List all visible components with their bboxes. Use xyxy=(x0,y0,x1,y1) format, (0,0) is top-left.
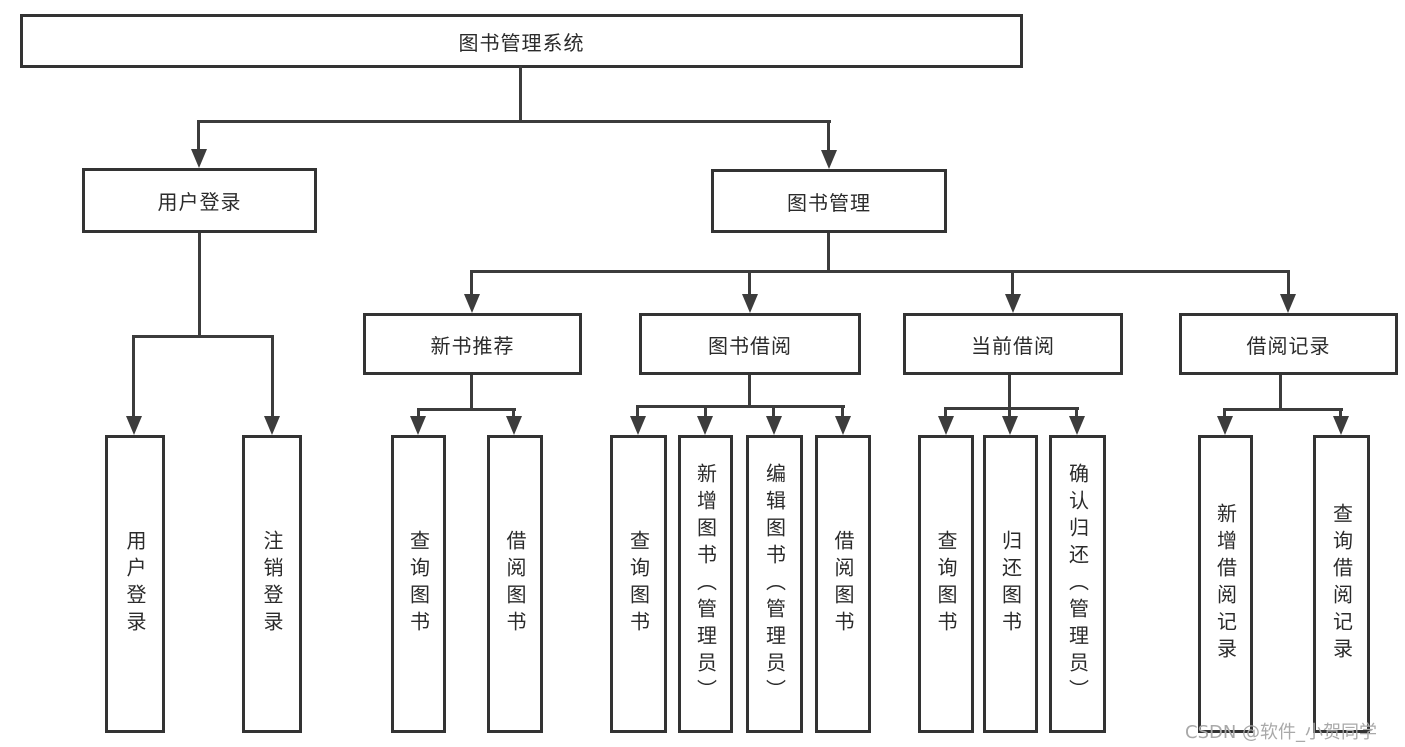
leaf-query-borrow-record: 查询借阅记录 xyxy=(1313,435,1370,733)
leaf-label: 查询借阅记录 xyxy=(1329,503,1354,665)
csdn-watermark: CSDN @软件_小贺同学 xyxy=(1185,722,1378,743)
node-book-borrowing: 图书借阅 xyxy=(639,313,861,375)
arrow-down-icon xyxy=(821,150,837,169)
node-label: 用户登录 xyxy=(157,190,242,214)
leaf-label: 查询图书 xyxy=(626,530,651,638)
leaf-label: 借阅图书 xyxy=(503,530,527,638)
leaf-query-books-recommend: 查询图书 xyxy=(391,435,446,733)
leaf-query-books-borrowing: 查询图书 xyxy=(610,435,667,733)
arrow-down-icon xyxy=(1069,416,1085,435)
node-book-management: 图书管理 xyxy=(711,169,947,233)
leaf-query-books-current: 查询图书 xyxy=(918,435,974,733)
arrow-down-icon xyxy=(766,416,782,435)
arrow-down-icon xyxy=(630,416,646,435)
node-library-management-system: 图书管理系统 xyxy=(20,14,1023,68)
leaf-borrow-books-recommend: 借阅图书 xyxy=(487,435,543,733)
arrow-down-icon xyxy=(938,416,954,435)
arrow-down-icon xyxy=(742,294,758,313)
node-label: 当前借阅 xyxy=(971,333,1055,358)
leaf-user-login: 用户登录 xyxy=(105,435,165,733)
leaf-label: 新增图书（管理员） xyxy=(693,462,718,706)
node-borrowing-records: 借阅记录 xyxy=(1179,313,1398,375)
arrow-down-icon xyxy=(126,416,142,435)
arrow-down-icon xyxy=(464,294,480,313)
leaf-label: 新增借阅记录 xyxy=(1213,503,1238,665)
arrow-down-icon xyxy=(410,416,426,435)
arrow-down-icon xyxy=(264,416,280,435)
leaf-label: 编辑图书（管理员） xyxy=(762,462,787,706)
arrow-down-icon xyxy=(191,149,207,168)
arrow-down-icon xyxy=(1333,416,1349,435)
leaf-logout: 注销登录 xyxy=(242,435,302,733)
node-label: 借阅记录 xyxy=(1246,333,1331,358)
leaf-label: 归还图书 xyxy=(998,530,1023,638)
arrow-down-icon xyxy=(1280,294,1296,313)
leaf-return-book: 归还图书 xyxy=(983,435,1038,733)
node-user-login: 用户登录 xyxy=(82,168,317,233)
leaf-add-borrow-record: 新增借阅记录 xyxy=(1198,435,1253,733)
leaf-label: 确认归还（管理员） xyxy=(1065,462,1090,706)
arrow-down-icon xyxy=(1002,416,1018,435)
arrow-down-icon xyxy=(1005,294,1021,313)
leaf-label: 查询图书 xyxy=(406,530,431,638)
leaf-confirm-return-admin: 确认归还（管理员） xyxy=(1049,435,1106,733)
leaf-label: 注销登录 xyxy=(260,530,284,638)
arrow-down-icon xyxy=(506,416,522,435)
leaf-label: 借阅图书 xyxy=(831,530,855,638)
arrow-down-icon xyxy=(697,416,713,435)
leaf-edit-book-admin: 编辑图书（管理员） xyxy=(746,435,803,733)
node-current-borrowing: 当前借阅 xyxy=(903,313,1123,375)
node-label: 图书管理系统 xyxy=(458,30,585,55)
node-new-book-recommendation: 新书推荐 xyxy=(363,313,582,375)
leaf-label: 用户登录 xyxy=(123,530,147,638)
node-label: 新书推荐 xyxy=(430,333,515,358)
leaf-borrow-books-borrowing: 借阅图书 xyxy=(815,435,871,733)
arrow-down-icon xyxy=(1217,416,1233,435)
arrow-down-icon xyxy=(835,416,851,435)
leaf-add-book-admin: 新增图书（管理员） xyxy=(678,435,733,733)
leaf-label: 查询图书 xyxy=(934,530,958,638)
node-label: 图书管理 xyxy=(787,190,871,215)
node-label: 图书借阅 xyxy=(708,333,792,358)
